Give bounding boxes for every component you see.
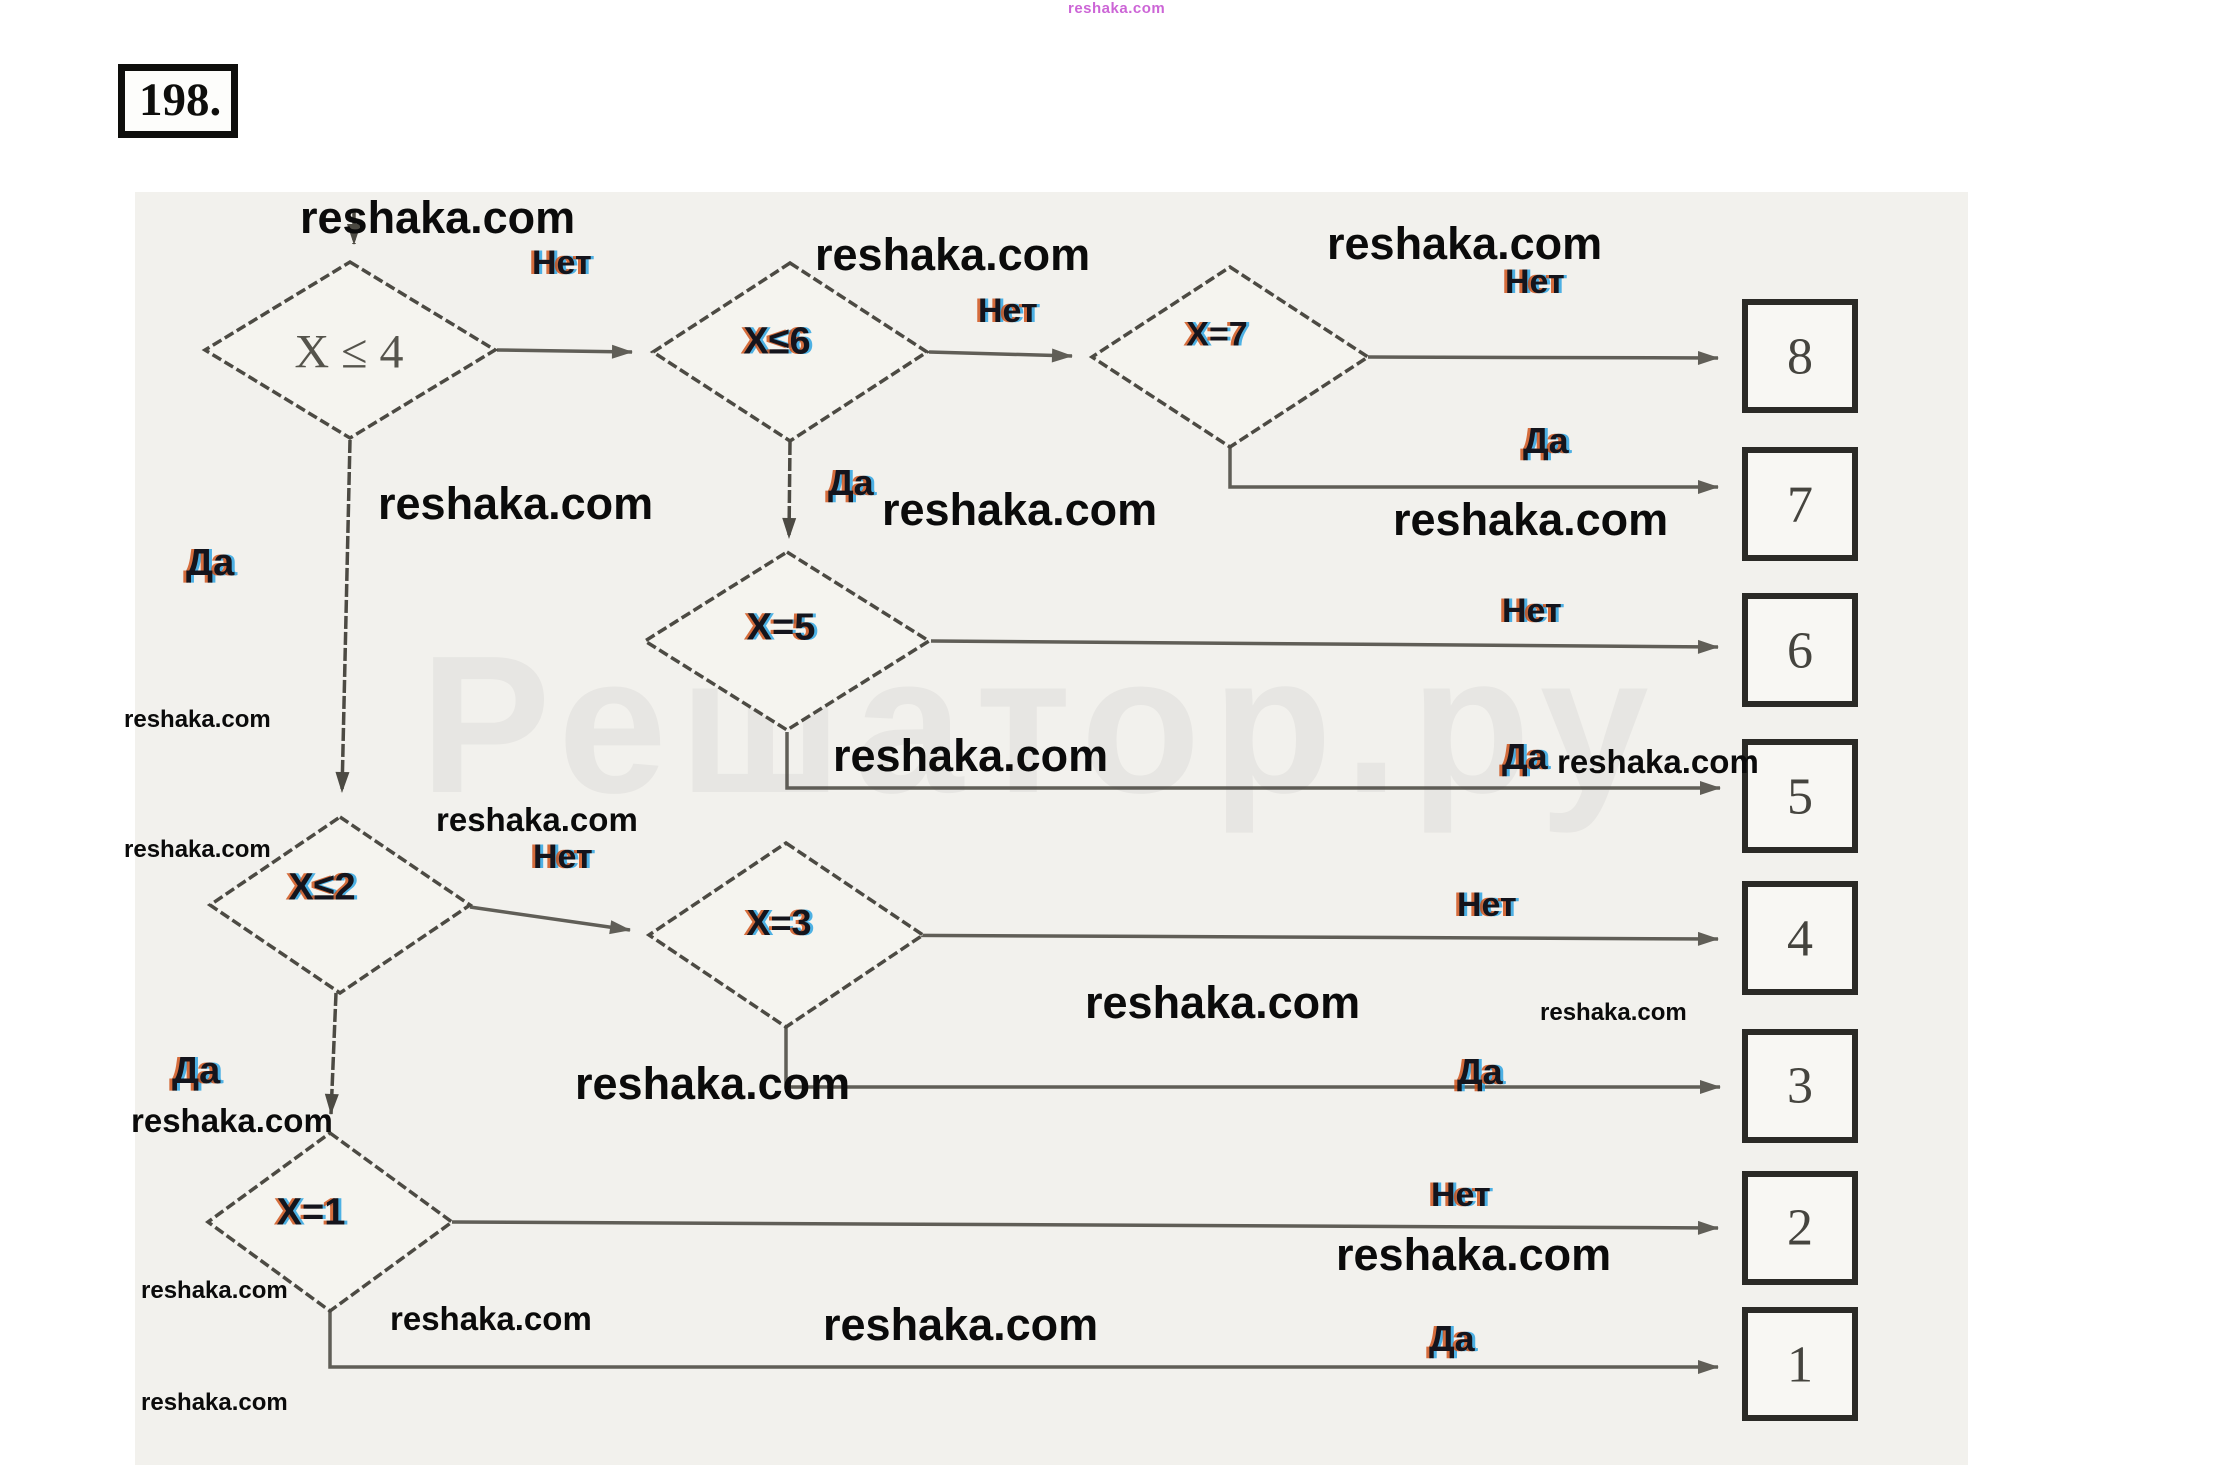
edge-label-yes-x=3: Да <box>1457 1051 1503 1092</box>
edge-label-yes-x<=2: Да <box>172 1050 221 1092</box>
site-watermark: reshaka.com <box>823 1299 1099 1350</box>
site-watermark: reshaka.com <box>378 478 654 529</box>
problem-number-box: 198. <box>118 64 239 138</box>
site-watermark: reshaka.com <box>141 1389 288 1416</box>
edge-label-yes-x=1: Да <box>1429 1318 1475 1359</box>
result-value-4: 4 <box>1787 910 1813 968</box>
edge-label-yes-x<=4: Да <box>186 542 235 584</box>
site-watermark: reshaka.com <box>390 1300 592 1337</box>
edge-x1-yes-to-1 <box>328 1311 1719 1374</box>
edge-x6-no <box>928 348 1073 363</box>
edge-label-no-x=5: Нет <box>1502 592 1562 630</box>
decision-diamond-x=1 <box>205 1130 455 1314</box>
result-box-1 <box>1742 1307 1858 1421</box>
site-watermark: reshaka.com <box>131 1102 333 1139</box>
decision-diamond-x<=2 <box>206 814 474 996</box>
site-watermark: reshaka.com <box>815 229 1091 280</box>
site-watermark: reshaka.com <box>575 1058 851 1109</box>
edge-x5-yes-to-5 <box>785 732 1721 795</box>
edge-x1-no-to-2 <box>451 1220 1719 1235</box>
result-value-5: 5 <box>1787 768 1813 826</box>
condition-x<=4: X ≤ 4 <box>294 325 404 379</box>
decision-diamond-x=5 <box>641 549 933 733</box>
edge-label-no-x<=6: Нет <box>978 292 1038 330</box>
decision-diamond-x<=4 <box>201 259 499 441</box>
edge-label-no-x=7: Нет <box>1505 263 1565 301</box>
edge-x6-yes <box>782 441 797 539</box>
edge-label-no-x=3: Нет <box>1457 886 1517 924</box>
edge-x2-yes <box>324 992 339 1115</box>
site-watermark: reshaka.com <box>436 801 638 838</box>
result-box-3 <box>1742 1029 1858 1143</box>
result-value-1: 1 <box>1787 1336 1813 1394</box>
site-watermark: reshaka.com <box>882 484 1158 535</box>
result-box-8 <box>1742 299 1858 413</box>
site-watermark: reshaka.com <box>141 1277 288 1304</box>
site-watermark: reshaka.com <box>1327 218 1603 269</box>
edge-label-no-x<=2: Нет <box>533 838 593 876</box>
decision-diamond-x=3 <box>645 840 927 1030</box>
edge-x7-yes-to-7 <box>1228 447 1719 494</box>
site-watermark: reshaka.com <box>300 192 576 243</box>
site-watermark: reshaka.com <box>124 836 271 863</box>
site-watermark: reshaka.com <box>1085 977 1361 1028</box>
top-micro-watermark: reshaka.com <box>1068 0 1166 17</box>
result-value-2: 2 <box>1787 1199 1813 1257</box>
edge-label-no-x=1: Нет <box>1431 1176 1491 1214</box>
condition-x<=6: X≤6 <box>743 320 811 363</box>
site-watermark: reshaka.com <box>1540 999 1687 1026</box>
flowchart-background-panel <box>135 192 1968 1465</box>
edge-x3-no-to-4 <box>834 931 1719 946</box>
decision-diamond-x=7 <box>1088 264 1372 450</box>
edge-label-yes-x<=6: Да <box>828 462 874 503</box>
edge-x3-yes-to-3 <box>784 1027 1721 1094</box>
edge-x7-no-to-8 <box>1367 350 1719 365</box>
problem-number: 198. <box>139 74 222 126</box>
result-value-6: 6 <box>1787 622 1813 680</box>
site-watermark: reshaka.com <box>1393 494 1669 545</box>
site-watermark: reshaka.com <box>833 730 1109 781</box>
condition-x=7: X=7 <box>1186 315 1248 354</box>
condition-x=1: X=1 <box>276 1191 346 1234</box>
background-site-watermark: Решатор.ру <box>420 615 1661 834</box>
condition-x=3: X=3 <box>746 902 812 943</box>
result-box-4 <box>1742 881 1858 995</box>
result-value-8: 8 <box>1787 328 1813 386</box>
result-box-7 <box>1742 447 1858 561</box>
result-box-2 <box>1742 1171 1858 1285</box>
result-box-6 <box>1742 593 1858 707</box>
edge-x5-no-to-6 <box>930 639 1719 654</box>
condition-x<=2: X≤2 <box>288 866 356 909</box>
result-value-3: 3 <box>1787 1057 1813 1115</box>
result-value-7: 7 <box>1787 476 1813 534</box>
edge-x2-no <box>469 905 631 935</box>
decision-diamond-x<=6 <box>649 260 931 444</box>
site-watermark: reshaka.com <box>1557 743 1759 780</box>
site-watermark: reshaka.com <box>1336 1229 1612 1280</box>
edge-x4-yes <box>335 439 352 793</box>
edge-label-no-x<=4: Нет <box>532 244 592 282</box>
edge-label-yes-x=7: Да <box>1523 420 1569 461</box>
edge-x4-no <box>496 344 633 359</box>
result-box-5 <box>1742 739 1858 853</box>
edge-label-yes-x=5: Да <box>1502 736 1548 777</box>
site-watermark: reshaka.com <box>124 706 271 733</box>
condition-x=5: X=5 <box>746 606 816 649</box>
